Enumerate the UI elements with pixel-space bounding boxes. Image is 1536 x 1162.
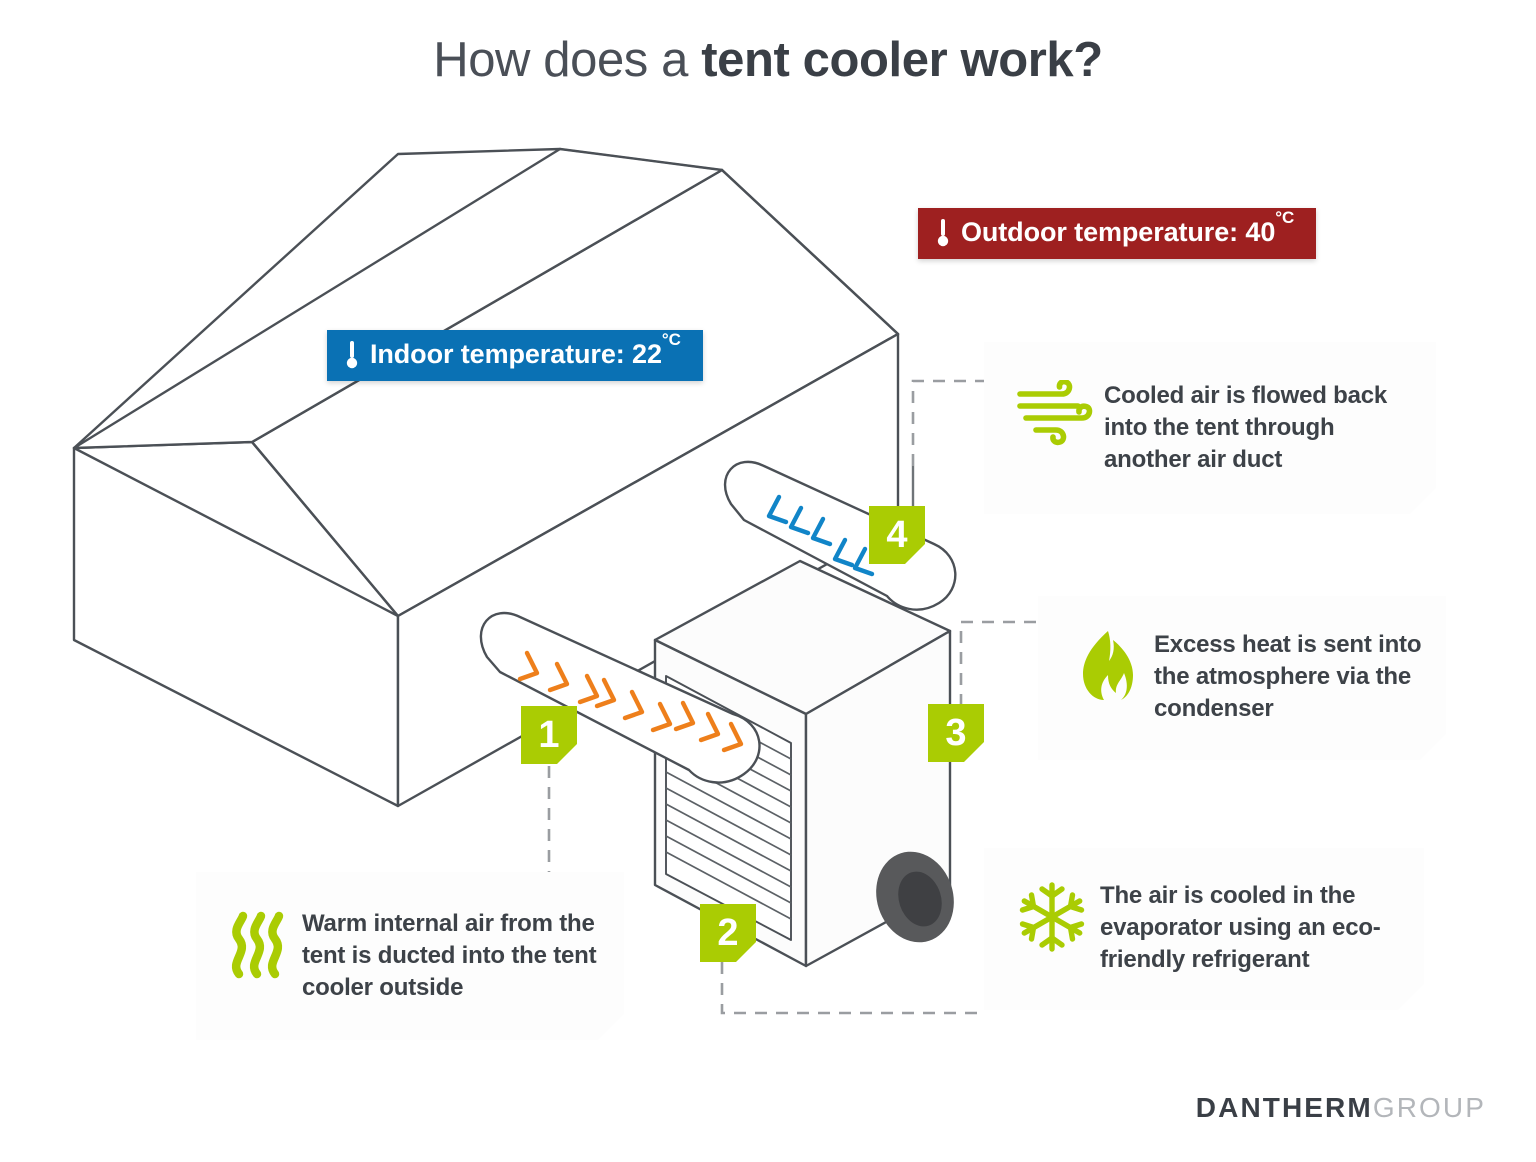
page-title-lead: How does a (433, 33, 702, 87)
step-badge-2-number: 2 (717, 912, 739, 954)
indoor-degree-unit: °C (661, 330, 681, 349)
duct-intake (479, 611, 761, 784)
page-title: How does a tent cooler work? (0, 33, 1536, 88)
tent-ridge-line (559, 148, 723, 171)
cooler-wheel (876, 851, 954, 943)
connector-lines (547, 379, 1038, 1015)
duct-supply-body (724, 460, 957, 611)
connector-step-2 (720, 962, 984, 1015)
tent-building (72, 147, 900, 808)
dantherm-group-logo: DANTHERMGROUP (1196, 1092, 1486, 1124)
connector-step-3 (959, 620, 1038, 706)
step-badge-3: 3 (928, 704, 984, 762)
snowflake-icon (1010, 880, 1094, 954)
wind-icon (1010, 380, 1100, 446)
outdoor-temperature-label: Outdoor temperature: 40°C (961, 208, 1295, 247)
step-callout-4: Cooled air is flowed back into the tent … (984, 342, 1436, 514)
indoor-temperature-label: Indoor temperature: 22°C (370, 330, 681, 369)
flame-icon (1068, 629, 1142, 703)
step-badge-1-number: 1 (538, 714, 560, 756)
step-callout-1: Warm internal air from the tent is ducte… (196, 872, 624, 1040)
logo-secondary: GROUP (1372, 1092, 1486, 1123)
thermometer-icon (346, 340, 358, 368)
connector-step-4 (911, 379, 984, 466)
step-callout-1-text: Warm internal air from the tent is ducte… (302, 910, 597, 1001)
step-badge-4-number: 4 (886, 514, 908, 556)
heat-waves-icon (220, 908, 294, 982)
outdoor-degree-unit: °C (1275, 208, 1295, 227)
logo-primary: DANTHERM (1195, 1092, 1373, 1123)
step-callout-2: The air is cooled in the evaporator usin… (984, 848, 1424, 1010)
step-callout-2-text: The air is cooled in the evaporator usin… (1100, 882, 1381, 973)
step-callout-4-text: Cooled air is flowed back into the tent … (1104, 382, 1388, 473)
step-callout-3-text: Excess heat is sent into the atmosphere … (1154, 631, 1422, 722)
indoor-temperature-badge: Indoor temperature: 22°C (327, 330, 703, 381)
outdoor-temperature-badge: Outdoor temperature: 40°C (918, 208, 1317, 259)
duct-supply-chevrons (766, 494, 875, 577)
page-title-strong: tent cooler work? (701, 33, 1103, 87)
step-badge-3-number: 3 (945, 712, 967, 754)
duct-intake-body (479, 611, 761, 784)
duct-supply (724, 460, 957, 611)
step-callout-3: Excess heat is sent into the atmosphere … (1038, 596, 1446, 760)
thermometer-icon (937, 218, 949, 246)
duct-intake-chevrons (517, 650, 744, 753)
